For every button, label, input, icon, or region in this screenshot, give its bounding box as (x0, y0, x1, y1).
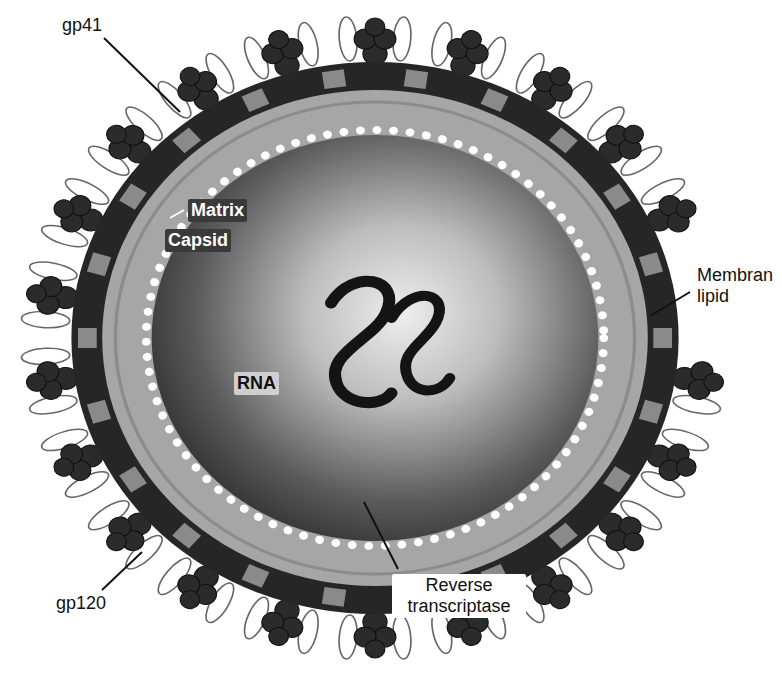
part-label: gp41 (62, 15, 102, 36)
membrane-patch (481, 88, 509, 112)
leader-line (170, 210, 184, 218)
knob-lobe (102, 529, 130, 554)
membrane-patch (87, 252, 111, 276)
capsid-dots (146, 130, 604, 546)
lipid-membrane (71, 62, 678, 614)
membrane-patches (78, 69, 672, 606)
leader-line (102, 552, 142, 590)
membrane-patch (242, 564, 270, 588)
part-label: Reverse transcriptase (392, 574, 526, 618)
knob-lobe (25, 284, 47, 304)
part-label: Capsid (165, 229, 231, 252)
matrix-layer (102, 90, 648, 586)
membrane-patch (172, 523, 201, 549)
membrane-patch (603, 184, 631, 210)
matrix-edge (115, 102, 634, 574)
membrane-patch (639, 252, 663, 276)
membrane-patch (404, 69, 428, 89)
knob-lobe (51, 197, 77, 221)
membrane-patch (322, 587, 346, 607)
knob-lobe (365, 18, 385, 36)
membrane-patch (87, 400, 111, 424)
knob-lobe (51, 455, 77, 479)
membrane-patch (549, 127, 578, 153)
knob-lobe (25, 372, 47, 392)
leader-line (364, 502, 398, 569)
knob-lobe (702, 372, 724, 392)
membrane-patch (639, 400, 663, 424)
membrane-patch (119, 184, 147, 210)
membrane-patch (78, 328, 97, 348)
envelope-spikes (21, 16, 726, 659)
knob-lobe (176, 587, 203, 612)
membrane-patch (549, 523, 578, 549)
part-label: gp120 (56, 593, 106, 614)
part-label: RNA (234, 372, 279, 395)
part-label: Matrix (188, 199, 247, 222)
membrane-patch (603, 466, 631, 492)
knob-lobe (620, 529, 648, 554)
part-label: Membran lipid (694, 264, 776, 308)
knob-lobe (102, 122, 130, 147)
knob-lobe (266, 625, 291, 647)
membrane-patch (322, 69, 346, 89)
leader-line (650, 292, 690, 316)
knob-lobe (266, 28, 291, 50)
capsid-core (152, 135, 599, 541)
knob-lobe (546, 64, 573, 89)
knob-lobe (620, 122, 648, 147)
knob-lobe (365, 640, 385, 658)
knob-lobe (459, 625, 484, 647)
knob-lobe (673, 197, 699, 221)
knob-lobe (673, 455, 699, 479)
knob-lobe (546, 587, 573, 612)
membrane-patch (119, 466, 147, 492)
rna-strand (331, 281, 392, 402)
membrane-patch (653, 328, 672, 348)
membrane-patch (172, 127, 201, 153)
membrane-patch (242, 88, 270, 112)
knob-lobe (459, 28, 484, 50)
virion (21, 16, 726, 659)
knob-lobe (176, 64, 203, 89)
leader-line (104, 38, 180, 112)
rna-strand (392, 296, 450, 391)
